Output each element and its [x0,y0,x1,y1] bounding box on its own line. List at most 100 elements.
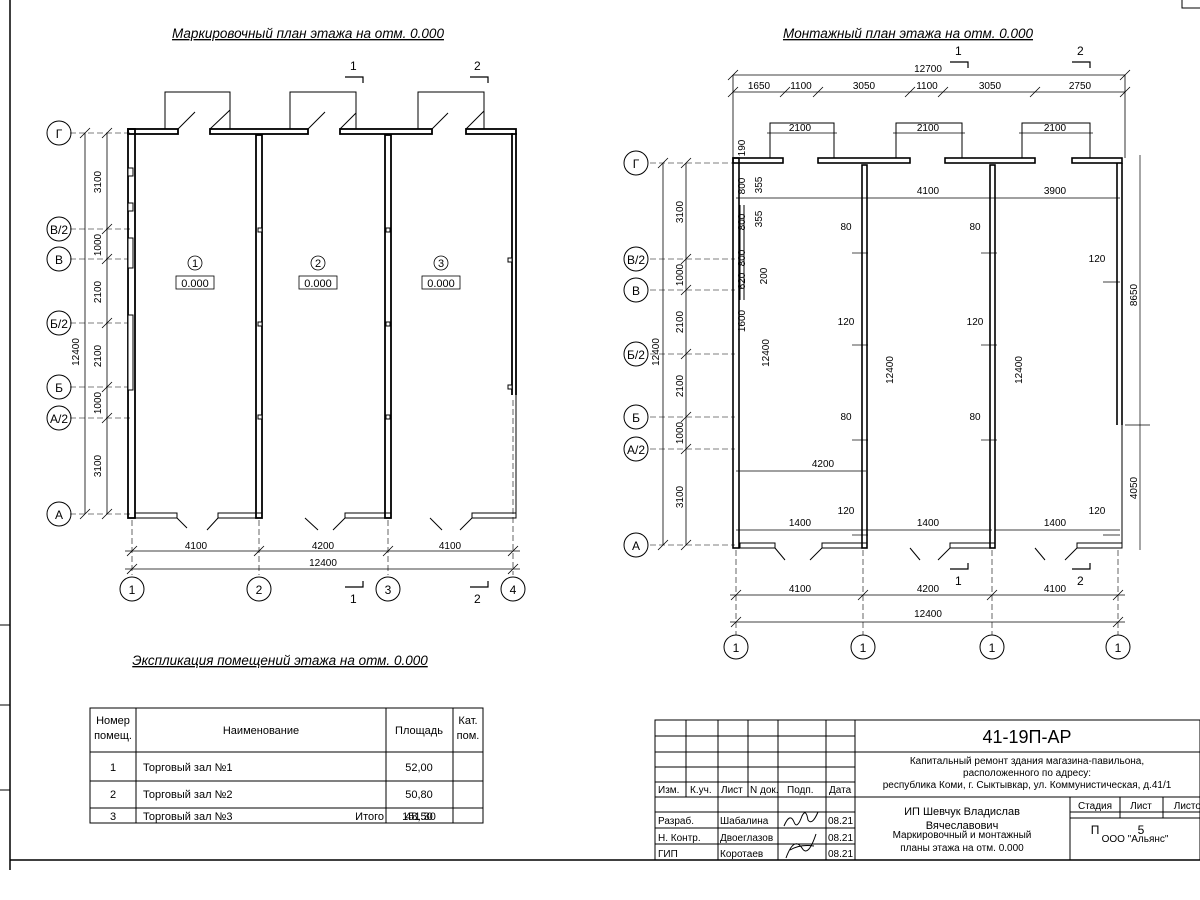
mount-axis-num-4: 1 [1115,641,1122,655]
mount-dim-120-e: 120 [1089,506,1106,517]
mount-dim-12400-c: 12400 [761,339,772,367]
mount-section-1-bottom: 1 [955,574,962,588]
project-line-2: расположенного по адресу: [963,768,1091,779]
mount-dim-355-b: 355 [754,210,765,227]
mounting-plan-title: Монтажный план этажа на отм. 0.000 [783,26,1034,41]
left-vdim-1: 3100 [93,170,104,193]
left-hdim-overall: 12400 [309,558,337,569]
mount-dim-3900: 3900 [1044,186,1067,197]
mount-dim-800-b: 800 [737,213,748,230]
axis-num-1: 1 [129,583,136,597]
drawing-code: 41-19П-АР [983,727,1072,747]
mount-dim-1600: 1600 [737,309,748,332]
axis-label-v2: В/2 [50,223,68,237]
mount-dim-1400-c: 1400 [1044,518,1067,529]
mount-top-dim-1: 1650 [748,81,771,92]
col-head-ndok: N док. [750,785,779,796]
mount-axis-b2: Б/2 [627,348,645,362]
room-number-1: 1 [192,258,198,270]
company-name: ООО "Альянс" [1102,834,1169,845]
col-head-list: Лист [721,785,743,796]
mount-vdim-5: 1000 [675,421,686,444]
room-number-2: 2 [315,258,321,270]
mount-dim-190: 190 [737,139,748,156]
mount-section-2-top: 2 [1077,44,1084,58]
col-head-kuch: К.уч. [690,785,712,796]
section-mark-1-top: 1 [350,59,357,73]
axis-label-v: В [55,253,63,267]
mount-axis-v: В [632,284,640,298]
project-line-1: Капитальный ремонт здания магазина-павил… [910,756,1144,767]
mount-hdim-1: 4100 [789,584,812,595]
mount-dim-80-a: 80 [840,222,852,233]
mount-vdim-2: 1000 [675,263,686,286]
mount-dim-4050: 4050 [1129,476,1140,499]
section-mark-2-top: 2 [474,59,481,73]
axis-num-4: 4 [510,583,517,597]
left-vdim-overall: 12400 [71,338,82,366]
sheet-value: 5 [1138,823,1145,837]
mount-dim-4100: 4100 [917,186,940,197]
mount-dim-80-b: 80 [969,222,981,233]
mount-dim-120-a: 120 [838,317,855,328]
mount-dim-355-a: 355 [754,176,765,193]
mount-axis-a: А [632,539,640,553]
mount-hdim-2: 4200 [917,584,940,595]
org-line-1: ИП Шевчук Владислав [904,806,1020,818]
total-value: 151.30 [402,811,436,823]
room-number-3: 3 [438,258,444,270]
marking-plan-title: Маркировочный план этажа на отм. 0.000 [172,26,444,41]
sheets-head: Листов [1174,801,1200,812]
mount-dim-800-a: 800 [737,177,748,194]
mount-dim-80-d: 80 [969,412,981,423]
stage-value: П [1091,823,1100,837]
row-area-3: 48,50 [405,811,433,823]
mount-hdim-3: 4100 [1044,584,1067,595]
mount-top-dim-2: 1100 [790,81,812,92]
mount-vdim-3: 2100 [675,310,686,333]
section-mark-2-bottom: 2 [474,592,481,606]
explication-title: Экспликация помещений этажа на отм. 0.00… [132,653,428,668]
mount-dim-120-b: 120 [967,317,984,328]
sheet-head: Лист [1130,801,1152,812]
razrab-name: Шабалина [720,815,769,827]
mount-hdim-overall: 12400 [914,609,942,620]
axis-label-a2: А/2 [50,412,68,426]
drawing-title-1: Маркировочный и монтажный [893,830,1032,841]
mount-dim-80-c: 80 [840,412,852,423]
nkontr-date: 08.21 [828,833,853,844]
left-hdim-2: 4200 [312,541,335,552]
left-vdim-3: 2100 [93,280,104,303]
mount-dim-800-c: 800 [737,249,748,266]
nkontr-label: Н. Контр. [658,833,701,844]
mount-dim-1400-a: 1400 [789,518,812,529]
mount-vdim-1: 3100 [675,200,686,223]
mount-dim-120-c: 120 [1089,254,1106,265]
left-vdim-5: 1000 [93,391,104,414]
left-vdim-6: 3100 [93,454,104,477]
mount-top-dim-4: 1100 [916,81,938,92]
axis-label-b: Б [55,381,63,395]
mount-axis-num-3: 1 [989,641,996,655]
drawing-title-2: планы этажа на отм. 0.000 [900,843,1024,854]
gip-date: 08.21 [828,849,853,860]
mount-axis-g: Г [633,157,640,171]
razrab-date: 08.21 [828,816,853,827]
header-area: Площадь [395,725,443,737]
mount-dim-120-d: 120 [838,506,855,517]
mount-top-dim-6: 2750 [1069,81,1092,92]
row-num-1: 1 [110,762,116,774]
axis-num-2: 2 [256,583,263,597]
mount-vdim-4: 2100 [675,374,686,397]
org-line-2: Вячеславович [926,820,999,832]
gip-name: Коротаев [720,849,763,860]
axis-label-b2: Б/2 [50,317,68,331]
col-head-data: Дата [829,785,852,796]
mount-dim-200: 200 [759,267,770,284]
mount-axis-v2: В/2 [627,253,645,267]
explication-total [90,808,483,823]
row-num-3: 3 [110,811,116,823]
left-vdim-2: 1000 [93,233,104,256]
mount-top-dim-5: 3050 [979,81,1002,92]
